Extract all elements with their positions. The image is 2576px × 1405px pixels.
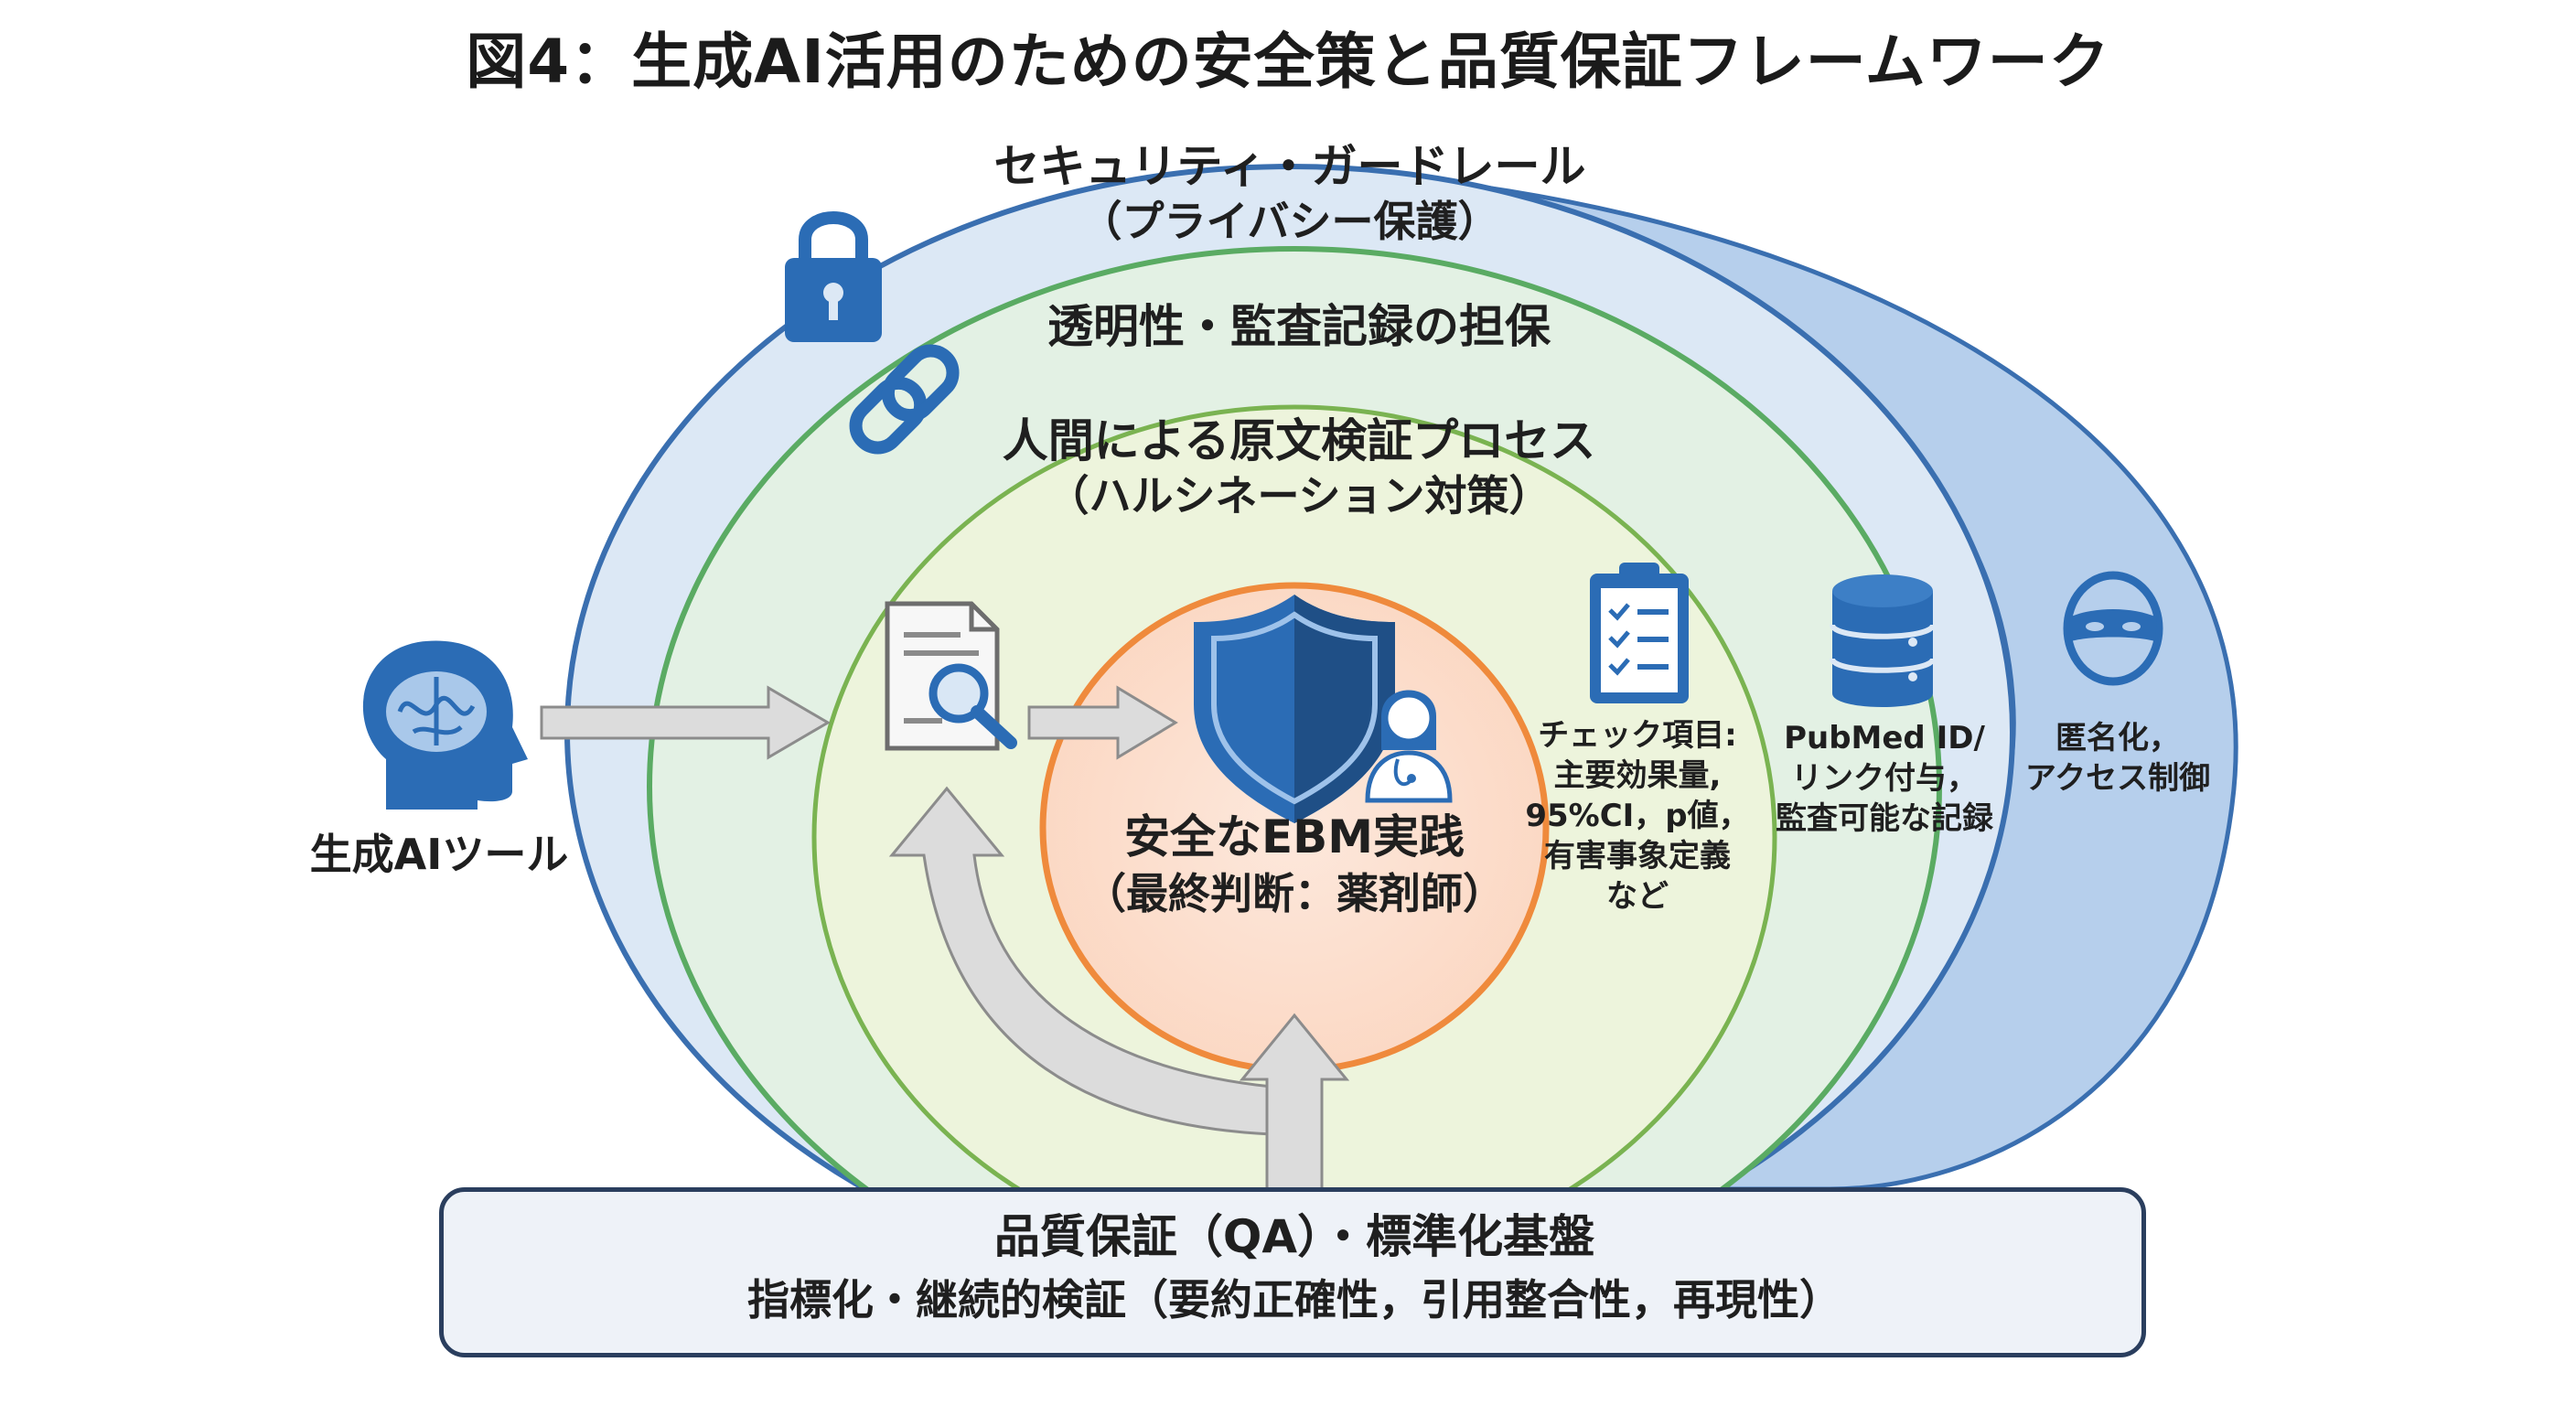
pubmed-record-text: PubMed ID/ リンク付与， 監査可能な記録 (1776, 720, 1993, 837)
checklist-items-text: チェック項目: 主要効果量, 95%CI，p値， 有害事象定義 など (1525, 717, 1750, 915)
qa-foundation-box (439, 1187, 2146, 1357)
masked-face-icon (2063, 571, 2163, 686)
ai-tool-label: 生成AIツール (309, 830, 569, 879)
core-subtitle: （最終判断：薬剤師） (1084, 869, 1505, 918)
pharmacist-icon (1365, 690, 1453, 803)
security-layer-title: セキュリティ・ガードレール (993, 140, 1586, 193)
document-search-icon (885, 601, 1017, 751)
shield-icon (1194, 595, 1395, 823)
clipboard-checklist-icon (1590, 563, 1689, 703)
human-verification-title: 人間による原文検証プロセス (1002, 414, 1596, 467)
diagram-title: 図4：生成AI活用のための安全策と品質保証フレームワーク (466, 27, 2110, 97)
brain-head-icon (362, 640, 528, 810)
core-title: 安全なEBM実践 (1123, 810, 1465, 863)
transparency-layer-title: 透明性・監査記録の担保 (1047, 300, 1551, 353)
human-verification-subtitle: （ハルシネーション対策） (1046, 471, 1551, 520)
lock-icon (785, 211, 882, 342)
database-icon (1830, 574, 1936, 707)
qa-feedback-curved-arrow (888, 786, 1273, 1136)
qa-title: 品質保証（QA）・標準化基盤 (993, 1210, 1595, 1263)
chain-link-icon (849, 344, 960, 455)
qa-upward-arrow (1239, 1013, 1350, 1191)
anonymization-text: 匿名化， アクセス制御 (2024, 720, 2211, 797)
document-to-core-arrow (1027, 685, 1178, 760)
ai-to-document-arrow (540, 685, 831, 760)
qa-subtitle: 指標化・継続的検証（要約正確性，引用整合性，再現性） (747, 1275, 1841, 1325)
security-layer-subtitle: （プライバシー保護） (1079, 197, 1500, 246)
